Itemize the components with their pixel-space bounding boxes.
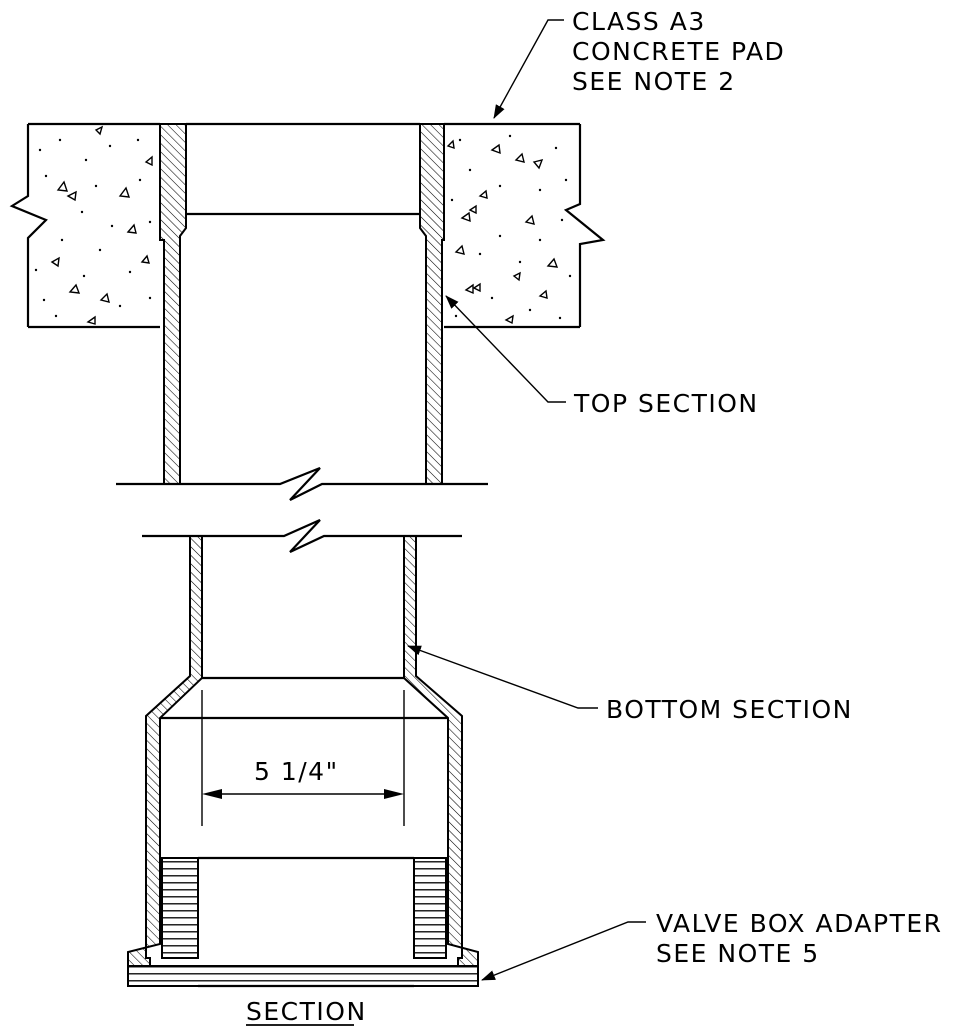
bottom-section-leader <box>407 645 598 709</box>
dimension-arrow-right <box>384 789 404 799</box>
pad-label-line3: SEE NOTE 2 <box>572 67 736 96</box>
concrete-pad <box>9 122 606 329</box>
adapter-left-ribs <box>161 857 199 959</box>
pad-label-line1: CLASS A3 <box>572 7 706 36</box>
leaders <box>407 19 646 981</box>
top-section-riser <box>159 122 445 485</box>
bottom-section-label: BOTTOM SECTION <box>606 695 853 724</box>
top-left-wall <box>159 123 187 485</box>
adapter-right-ribs <box>413 857 447 959</box>
break-lines <box>116 466 488 553</box>
top-right-wall <box>419 123 445 485</box>
adapter-base <box>127 965 479 987</box>
valve-box-adapter <box>127 856 479 988</box>
concrete-aggregate <box>50 125 559 325</box>
top-section-leader <box>445 295 566 403</box>
top-section-label: TOP SECTION <box>573 389 759 418</box>
dimension-arrow-left <box>202 789 222 799</box>
pad-label-line2: CONCRETE PAD <box>572 37 785 66</box>
dimension-5-1-4: 5 1/4" <box>201 690 405 826</box>
concrete-speckle <box>34 134 572 320</box>
section-title: SECTION <box>246 997 367 1026</box>
concrete-pad-right <box>444 122 606 329</box>
concrete-pad-left <box>9 122 160 329</box>
dimension-text: 5 1/4" <box>254 757 339 786</box>
adapter-label-line2: SEE NOTE 5 <box>656 939 820 968</box>
adapter-leader <box>481 921 646 981</box>
adapter-label-line1: VALVE BOX ADAPTER <box>656 909 943 938</box>
pad-leader <box>493 19 564 119</box>
